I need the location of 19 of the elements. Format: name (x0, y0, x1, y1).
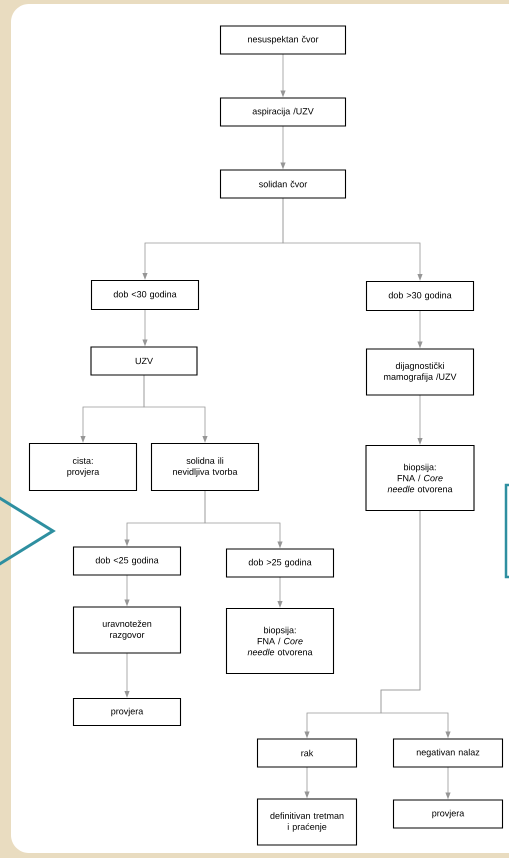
process-box: dob <25 godina (72, 546, 182, 576)
process-box: nesuspektan čvor (220, 25, 346, 55)
process-box: cista: provjera (28, 442, 138, 492)
process-box: uravnotežen razgovor (72, 606, 182, 654)
process-box: dob <30 godina (90, 280, 200, 310)
process-box: definitivan tretman i praćenje (256, 798, 358, 846)
process-box: rak (256, 738, 358, 768)
process-box: solidan čvor (220, 169, 346, 199)
process-box: provjera (392, 799, 504, 829)
process-box: provjera (72, 698, 182, 726)
process-box: aspiracija /UZV (220, 97, 346, 127)
process-box: biopsija: FNA / Core needle otvorena (226, 608, 334, 674)
process-box: dob >30 godina (366, 280, 474, 312)
process-box: dijagnostički mamografija /UZV (366, 348, 474, 396)
process-box: solidna ili nevidljiva tvorba (150, 442, 260, 492)
process-box: dob >25 godina (226, 548, 334, 578)
process-box: biopsija: FNA / Core needle otvorena (365, 444, 475, 512)
process-box: UZV (90, 346, 198, 376)
process-box: negativan nalaz (392, 738, 504, 768)
